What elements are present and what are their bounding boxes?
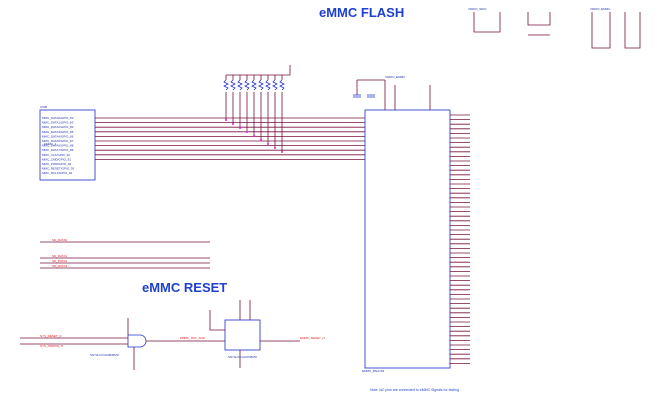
schematic-note: Note: NC pins are connected to eMMC Sign… (370, 388, 459, 392)
series-net-label: SD_DATA1 (52, 254, 67, 258)
junction-dot (239, 127, 241, 129)
connector-pin: MMC_RCLK/GPIO_94 (42, 171, 73, 175)
gate-part: SN74LVC1G08DBVR (90, 353, 120, 357)
connector-pin: MMC_RESET/GPIO_93 (42, 167, 75, 171)
series-net-label: SD_DATA3 (52, 264, 67, 268)
reset-mid-net: EMMC_RST_AND (180, 336, 206, 340)
junction-dot (225, 119, 227, 121)
emmc-part: EMMC_BGA153 (362, 369, 385, 373)
pullup-resistor (244, 79, 250, 91)
buffer-part: SN74LVC1G07DBVR (228, 355, 258, 359)
connector-pin: MMC_PWR/GPIO_92 (42, 162, 72, 166)
pullup-resistor (223, 79, 229, 91)
series-net-label: SD_DATA0 (52, 238, 67, 242)
connector-pin: MMC_CMD/GPIO_91 (42, 157, 71, 161)
series-net-label: SD_DATA2 (52, 259, 67, 263)
decoupling-caps: VDDIO_EMMC (353, 75, 431, 110)
vcc-emmc-label: VDDIO_EMMC (590, 7, 611, 11)
pullup-resistor (265, 79, 271, 91)
connector-wires: MMC_DATA0/GPIO_82MMC_DATA1/GPIO_83MMC_DA… (42, 116, 365, 175)
junction-dot (274, 147, 276, 149)
connector-pin: MMC_DATA2/GPIO_84 (42, 125, 74, 129)
emmc-reset-title: eMMC RESET (142, 280, 228, 295)
junction-dot (267, 143, 269, 145)
pullup-resistor-array (223, 65, 291, 153)
junction-dot (246, 131, 248, 133)
reset-circuit: SYS_RESET_N SYS_PWRON_N EMMC_RST_AND EMM… (20, 300, 325, 370)
connector-pin: MMC_CLK/GPIO_90 (42, 153, 70, 157)
reset-input2: SYS_PWRON_N (40, 344, 63, 348)
emmc-pins (450, 114, 470, 364)
reset-buffer (224, 319, 261, 351)
connector-pin: MMC_DATA3/GPIO_85 (42, 130, 74, 134)
pullup-resistor (272, 79, 278, 91)
connector-pin: MMC_DATA1/GPIO_83 (42, 121, 74, 125)
connector-pin: MMC_DATA6/GPIO_88 (42, 144, 74, 148)
emmc-flash-title: eMMC FLASH (319, 5, 405, 20)
junction-dot (260, 139, 262, 141)
reset-output: EMMC_RESET_N (300, 336, 325, 340)
power-select-blocks: VDDIO_SDIO VDDIO_EMMC (468, 7, 641, 49)
connector-pin: MMC_DATA7/GPIO_89 (42, 148, 74, 152)
connector-pin: MMC_DATA5/GPIO_87 (42, 139, 74, 143)
pullup-resistor (258, 79, 264, 91)
emmc-chip (364, 109, 451, 369)
pullup-resistor (279, 79, 285, 91)
and-gate (127, 334, 147, 348)
pullup-resistor (230, 79, 236, 91)
connector-name: EMMC_1 (44, 142, 57, 146)
vcc-sdio-label: VDDIO_SDIO (468, 7, 487, 11)
junction-dot (281, 151, 283, 153)
connector-pin: MMC_DATA0/GPIO_82 (42, 116, 74, 120)
vcc-label-1: VDDIO_EMMC (385, 75, 406, 79)
junction-dot (253, 135, 255, 137)
reset-input1: SYS_RESET_N (40, 334, 62, 338)
pullup-resistor (251, 79, 257, 91)
pullup-resistor (237, 79, 243, 91)
connector-ref: U505 (40, 105, 48, 109)
junction-dot (232, 123, 234, 125)
mmc-connector (39, 109, 96, 181)
connector-pin: MMC_DATA4/GPIO_86 (42, 134, 74, 138)
